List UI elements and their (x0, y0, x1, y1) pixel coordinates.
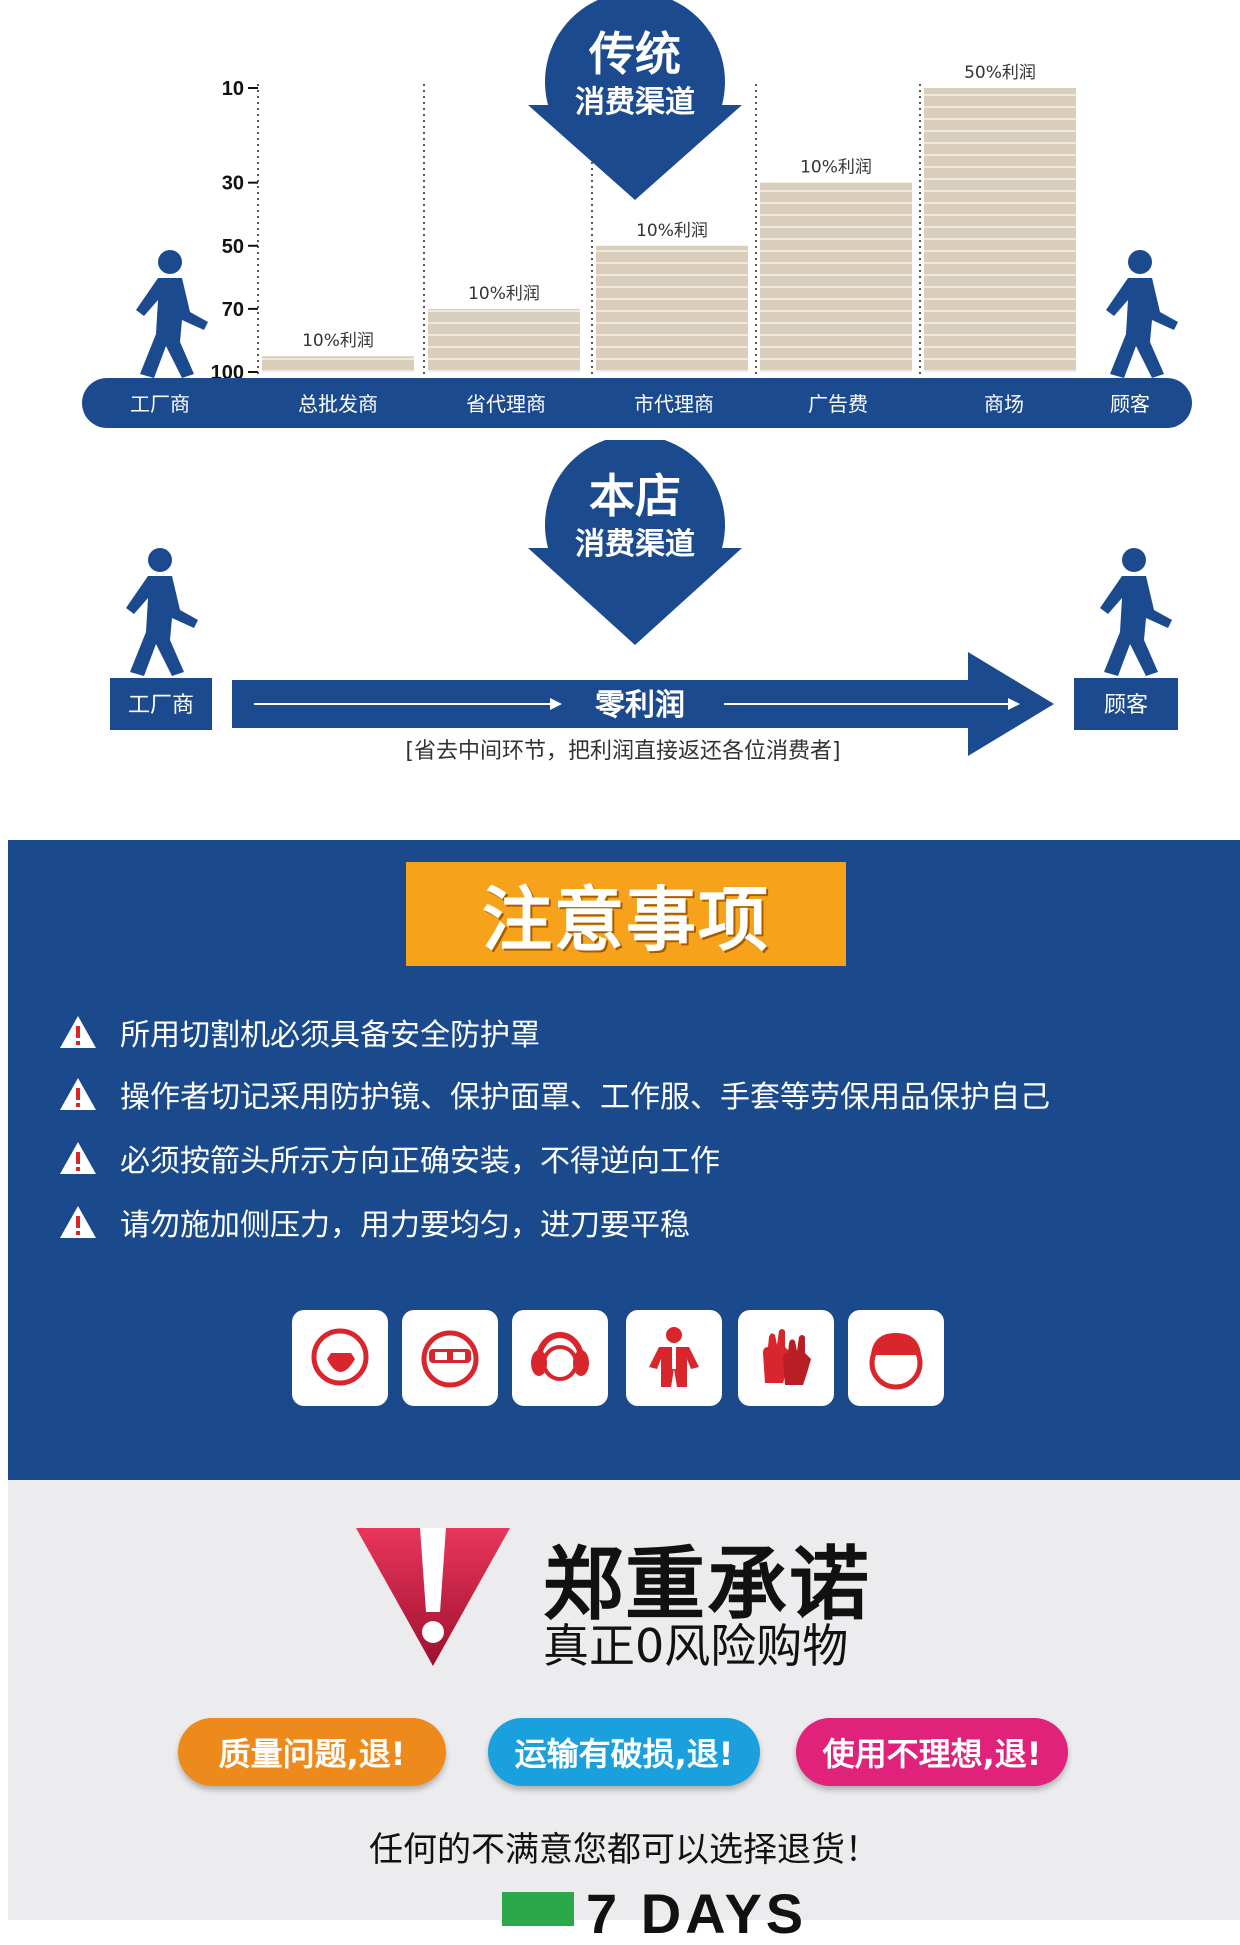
precaution-text: 必须按箭头所示方向正确安装，不得逆向工作 (120, 1144, 720, 1179)
precaution-item: 请勿施加侧压力，用力要均匀，进刀要平稳 (58, 1200, 690, 1244)
channel-label: 商场 (984, 392, 1024, 416)
store-bubble: 本店 消费渠道 (528, 440, 742, 645)
profit-bar-label: 10%利润 (468, 284, 540, 304)
ppe-tile (512, 1310, 608, 1406)
profit-bar (760, 182, 912, 372)
walking-person-icon (1106, 250, 1178, 378)
ppe-tile (848, 1310, 944, 1406)
y-tick-label: 30 (222, 173, 244, 195)
zero-profit-arrow (232, 652, 1054, 756)
channel-label: 工厂商 (130, 392, 190, 416)
walking-person-icon (126, 548, 198, 676)
store-subtitle: 消费渠道 (575, 527, 695, 562)
store-channel-diagram: 本店 消费渠道 工厂商 顾客 零利润 [省去中间环节，把利润直接返还各位消费者] (110, 440, 1178, 764)
store-title: 本店 (589, 469, 681, 523)
ppe-icon-row (292, 1310, 972, 1410)
channel-band (82, 378, 1192, 428)
factory-box (110, 678, 212, 730)
profit-bar-label: 10%利润 (636, 221, 708, 241)
channel-label: 广告费 (808, 392, 868, 416)
profit-bar-label: 10%利润 (800, 158, 872, 178)
warning-icon (60, 1016, 96, 1048)
profit-bar (596, 245, 748, 372)
customer-box (1074, 678, 1178, 730)
store-note: [省去中间环节，把利润直接返还各位消费者] (405, 739, 840, 764)
warning-icon (60, 1142, 96, 1174)
warning-icon (60, 1206, 96, 1238)
precaution-item: 所用切割机必须具备安全防护罩 (58, 1010, 540, 1054)
traditional-subtitle: 消费渠道 (575, 85, 695, 120)
channel-label: 顾客 (1110, 392, 1150, 416)
unsatisfied-return-pill: 使用不理想,退! (796, 1718, 1068, 1786)
factory-box-label: 工厂商 (128, 693, 194, 718)
work-clothes-icon (649, 1327, 699, 1387)
precautions-section: 注意事项 所用切割机必须具备安全防护罩 操作者切记采用防护镜、保护面罩、工作服、… (8, 840, 1240, 1480)
channel-label: 总批发商 (298, 392, 378, 416)
channel-label: 省代理商 (466, 392, 546, 416)
return-any-reason-text: 任何的不满意您都可以选择退货！ (369, 1830, 879, 1870)
warning-icon (60, 1078, 96, 1110)
channel-label: 市代理商 (634, 392, 714, 416)
precaution-item: 操作者切记采用防护镜、保护面罩、工作服、手套等劳保用品保护自己 (58, 1072, 1050, 1116)
ppe-tile (402, 1310, 498, 1406)
seven-days-marker (502, 1892, 574, 1926)
zero-profit-label: 零利润 (595, 688, 685, 723)
precautions-banner: 注意事项 (406, 862, 846, 966)
y-tick-label: 50 (222, 236, 244, 258)
profit-bar (262, 356, 414, 372)
profit-bar-label: 50%利润 (964, 63, 1036, 83)
promise-title: 郑重承诺 (543, 1538, 871, 1631)
ppe-tile (626, 1310, 722, 1406)
y-tick-label: 10 (222, 78, 244, 100)
ppe-tile (292, 1310, 388, 1406)
seven-days-badge: 7 DAYS (502, 1886, 807, 1942)
seven-days-text: 7 DAYS (586, 1882, 808, 1945)
safety-goggles-icon (421, 1330, 479, 1388)
profit-bar (428, 308, 580, 372)
traditional-title: 传统 (588, 27, 681, 81)
precaution-item: 必须按箭头所示方向正确安装，不得逆向工作 (58, 1136, 720, 1180)
profit-bar (924, 88, 1076, 372)
ppe-tile (738, 1310, 834, 1406)
y-tick-label: 70 (222, 299, 244, 321)
promise-section: 郑重承诺 真正0风险购物 质量问题,退! 运输有破损,退! 使用不理想,退! 任… (8, 1480, 1240, 1942)
shipping-damage-return-pill: 运输有破损,退! (488, 1718, 760, 1786)
promise-subtitle: 真正0风险购物 (543, 1619, 849, 1673)
ear-muffs-icon (531, 1332, 589, 1381)
gloves-icon (763, 1329, 811, 1385)
dust-mask-icon (311, 1328, 369, 1386)
precaution-text: 请勿施加侧压力，用力要均匀，进刀要平稳 (120, 1208, 690, 1243)
walking-person-icon (1100, 548, 1172, 676)
walking-person-icon (136, 250, 208, 378)
store-channel-section: 本店 消费渠道 工厂商 顾客 零利润 [省去中间环节，把利润直接返还各位消费者] (0, 440, 1240, 840)
precaution-text: 操作者切记采用防护镜、保护面罩、工作服、手套等劳保用品保护自己 (120, 1080, 1050, 1115)
traditional-bubble: 传统 消费渠道 (528, 0, 742, 200)
precaution-text: 所用切割机必须具备安全防护罩 (120, 1018, 540, 1053)
profit-bar-label: 10%利润 (302, 331, 374, 351)
exclamation-warning-icon (356, 1528, 510, 1666)
safety-helmet-icon (869, 1333, 923, 1390)
quality-return-pill: 质量问题,退! (178, 1718, 446, 1786)
customer-box-label: 顾客 (1104, 693, 1148, 718)
